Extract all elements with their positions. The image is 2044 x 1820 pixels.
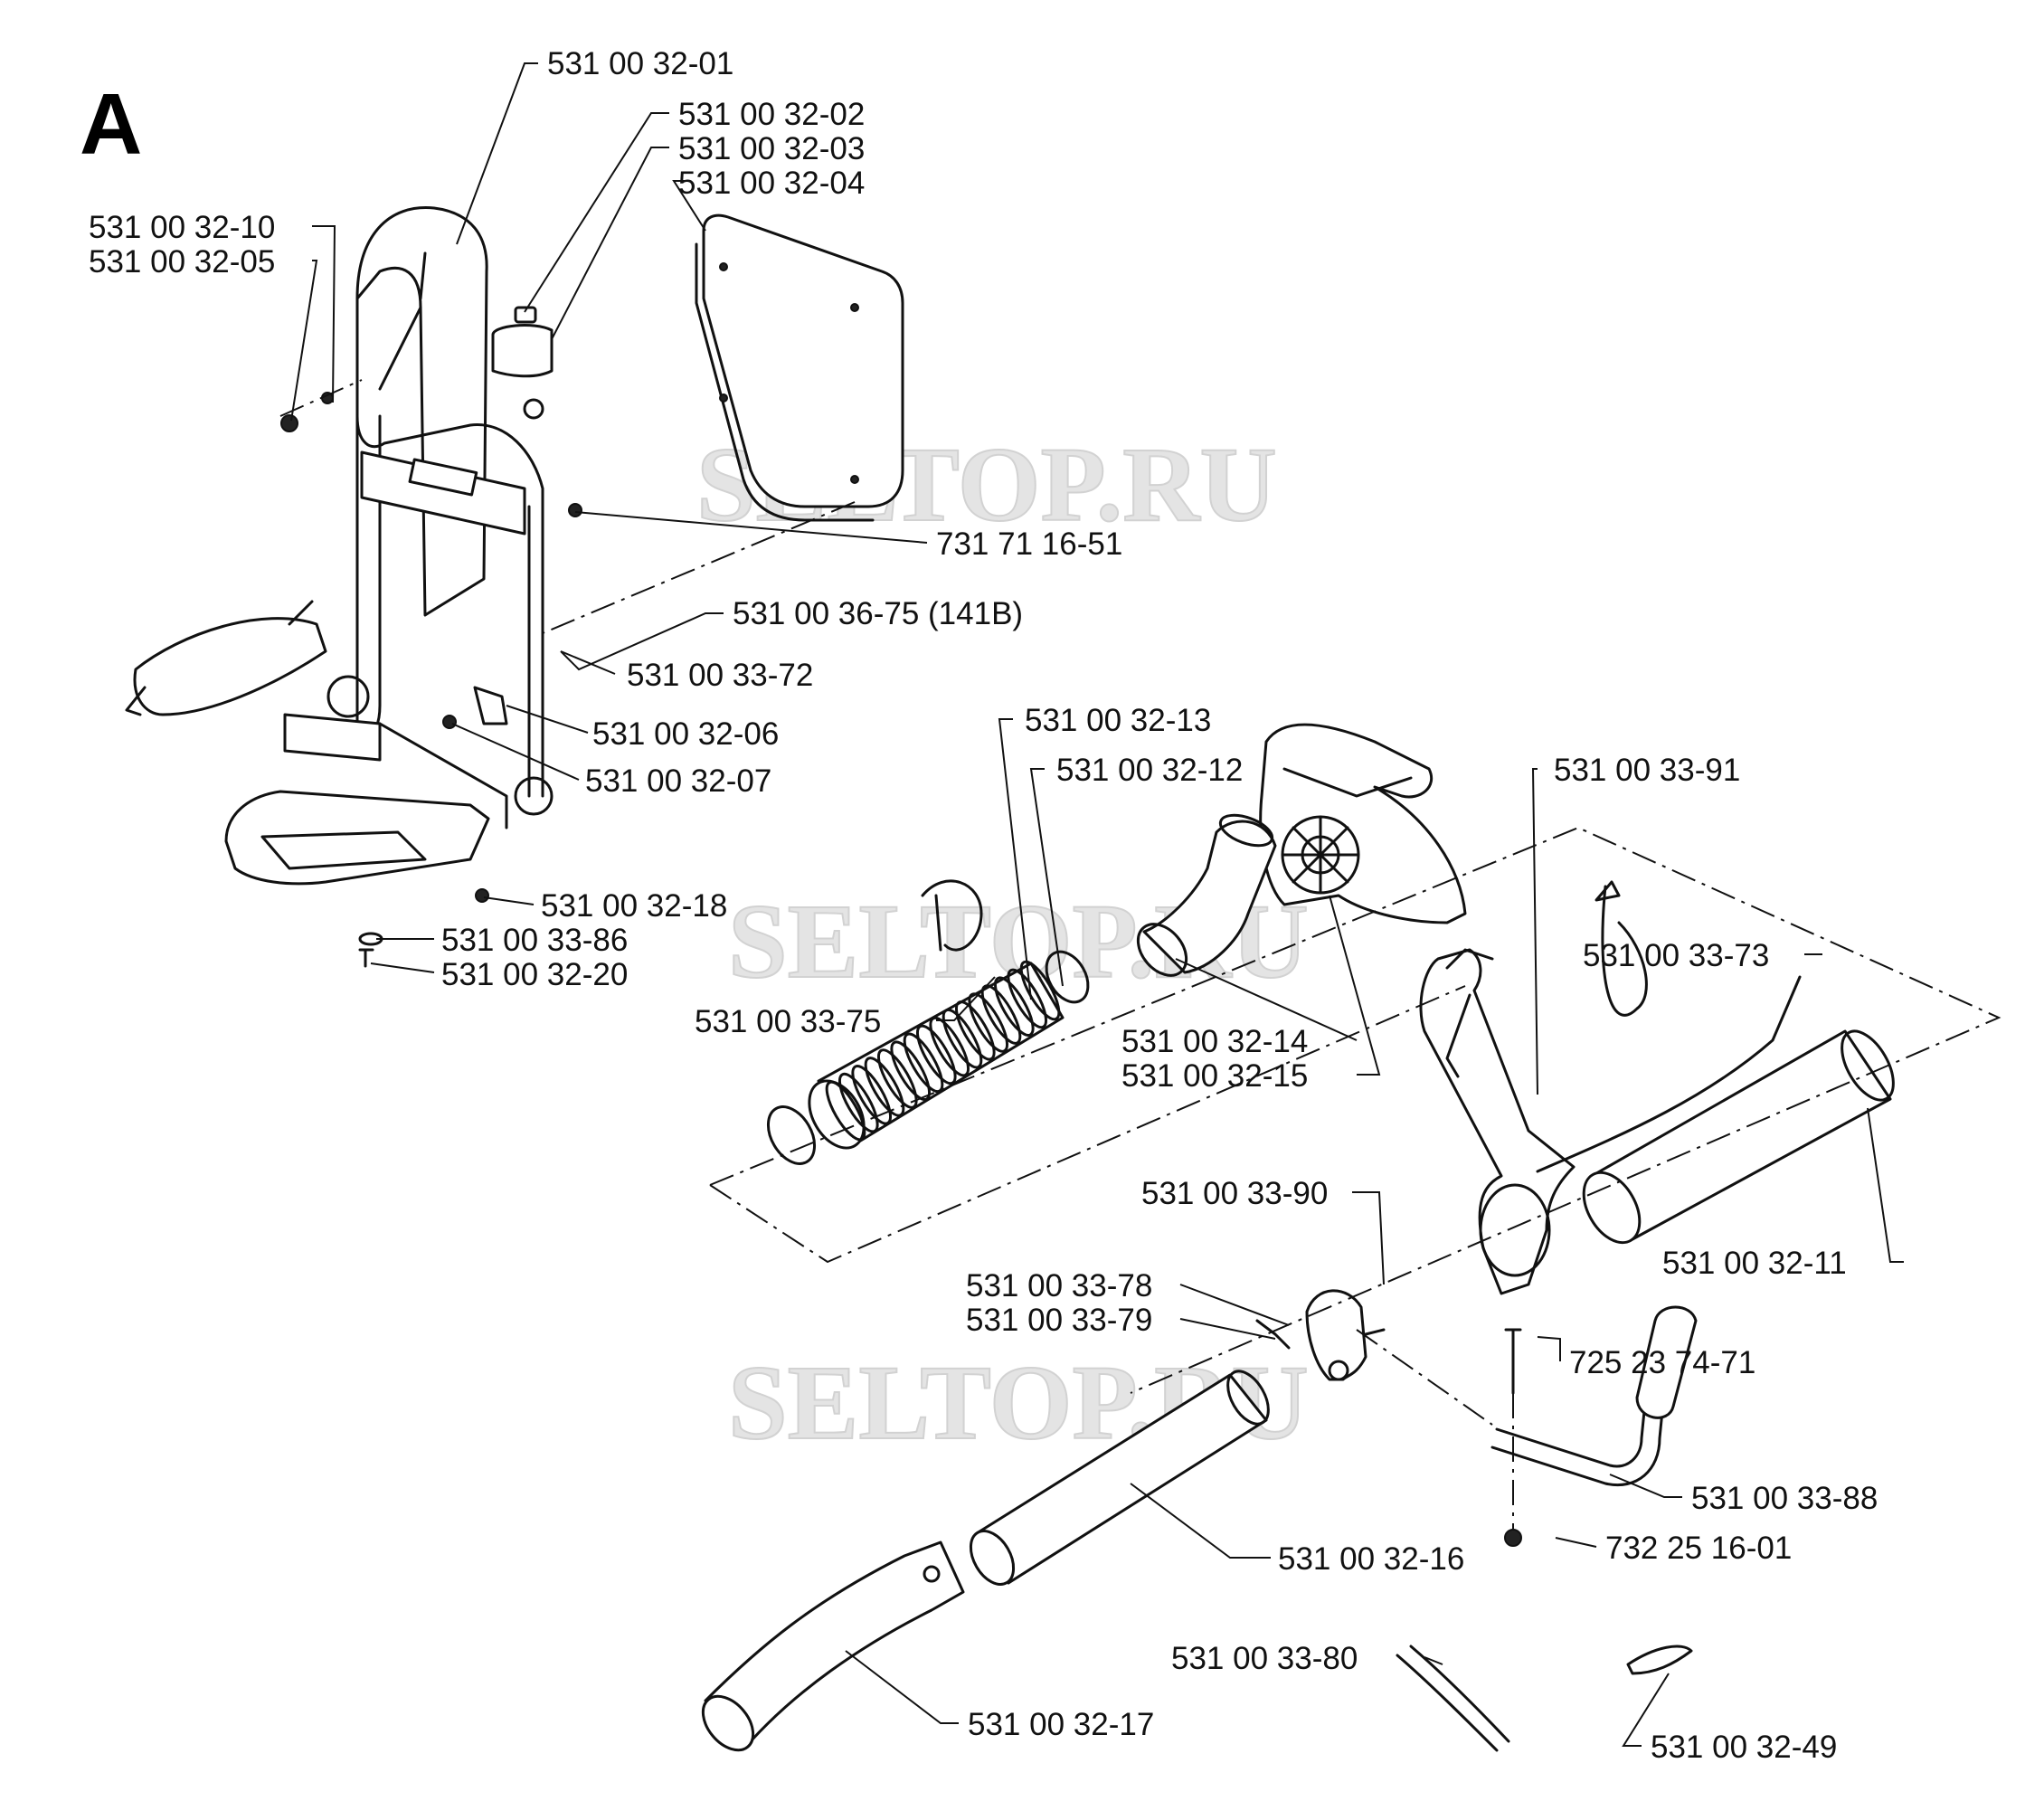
label-531-00-32-12: 531 00 32-12 [1056, 753, 1243, 788]
label-531-00-33-91: 531 00 33-91 [1554, 753, 1740, 788]
frame-hardware [280, 306, 582, 968]
tube-16 [969, 1370, 1270, 1586]
label-531-00-32-16: 531 00 32-16 [1278, 1541, 1464, 1577]
hose-rib [877, 1048, 918, 1109]
label-531-00-33-73: 531 00 33-73 [1583, 938, 1769, 973]
hose-rib [825, 1080, 866, 1142]
label-531-00-33-75: 531 00 33-75 [695, 1004, 881, 1039]
hose-rib [838, 1072, 879, 1133]
assembly-centerlines [279, 379, 2001, 1529]
label-531-00-32-18: 531 00 32-18 [541, 888, 727, 924]
label-531-00-33-79: 531 00 33-79 [966, 1303, 1152, 1338]
label-531-00-32-15: 531 00 32-15 [1121, 1058, 1308, 1094]
label-531-00-32-05: 531 00 32-05 [89, 244, 275, 280]
label-731-71-16-51: 731 71 16-51 [936, 526, 1122, 562]
label-531-00-32-03: 531 00 32-03 [678, 131, 865, 166]
flex-hose [808, 960, 1065, 1150]
label-531-00-32-20: 531 00 32-20 [441, 957, 628, 992]
hose-rib [916, 1024, 957, 1085]
misc-small-parts [1396, 1328, 1693, 1752]
hose-rib [903, 1032, 944, 1094]
label-531-00-32-17: 531 00 32-17 [968, 1707, 1154, 1742]
throttle-handle [1419, 948, 1576, 1295]
hose-rib [929, 1016, 970, 1077]
label-531-00-33-90: 531 00 33-90 [1141, 1176, 1328, 1211]
hose-rib [890, 1040, 931, 1101]
label-531-00-32-04: 531 00 32-04 [678, 166, 865, 201]
label-531-00-32-02: 531 00 32-02 [678, 97, 865, 132]
label-531-00-32-14: 531 00 32-14 [1121, 1024, 1308, 1059]
backpack-frame [125, 206, 554, 886]
tube-11 [1582, 1029, 1895, 1245]
label-531-00-33-80: 531 00 33-80 [1171, 1641, 1358, 1676]
hose-rib [1007, 968, 1047, 1029]
label-531-00-33-78: 531 00 33-78 [966, 1268, 1152, 1303]
label-732-25-16-01: 732 25 16-01 [1605, 1531, 1792, 1566]
back-pad [695, 213, 904, 522]
auxiliary-handle [1490, 1305, 1698, 1486]
label-531-00-33-86: 531 00 33-86 [441, 923, 628, 958]
swivel-clamp [1255, 1289, 1386, 1381]
elbow-pipe [1136, 813, 1277, 977]
label-531-00-32-07: 531 00 32-07 [585, 763, 771, 799]
hose-rib [864, 1057, 905, 1117]
label-531-00-32-11: 531 00 32-11 [1662, 1246, 1847, 1281]
throttle-cable [1536, 880, 1802, 1173]
label-531-00-33-88: 531 00 33-88 [1691, 1481, 1878, 1516]
hose-clamps [766, 879, 1090, 1165]
hose-rib [994, 976, 1035, 1037]
hose-rib [851, 1065, 892, 1125]
label-531-00-36-75: 531 00 36-75 (141B) [733, 596, 1023, 631]
label-531-00-32-49: 531 00 32-49 [1651, 1730, 1837, 1765]
hose-rib [955, 1000, 996, 1061]
leader-lines [290, 62, 1904, 1747]
label-531-00-32-06: 531 00 32-06 [592, 716, 779, 752]
part-number-labels: 531 00 32-01 531 00 32-02 531 00 32-03 5… [89, 46, 1878, 1765]
section-label: A [80, 76, 142, 173]
label-531-00-32-13: 531 00 32-13 [1025, 703, 1211, 738]
fan-housing [1259, 723, 1467, 924]
tube-17-nozzle [701, 1540, 965, 1752]
label-531-00-33-72: 531 00 33-72 [627, 658, 813, 693]
label-531-00-32-10: 531 00 32-10 [89, 210, 275, 245]
hose-rib [968, 992, 1008, 1053]
label-531-00-32-01: 531 00 32-01 [547, 46, 733, 81]
label-725-23-74-71: 725 23 74-71 [1569, 1345, 1755, 1380]
hose-rib [942, 1008, 983, 1069]
